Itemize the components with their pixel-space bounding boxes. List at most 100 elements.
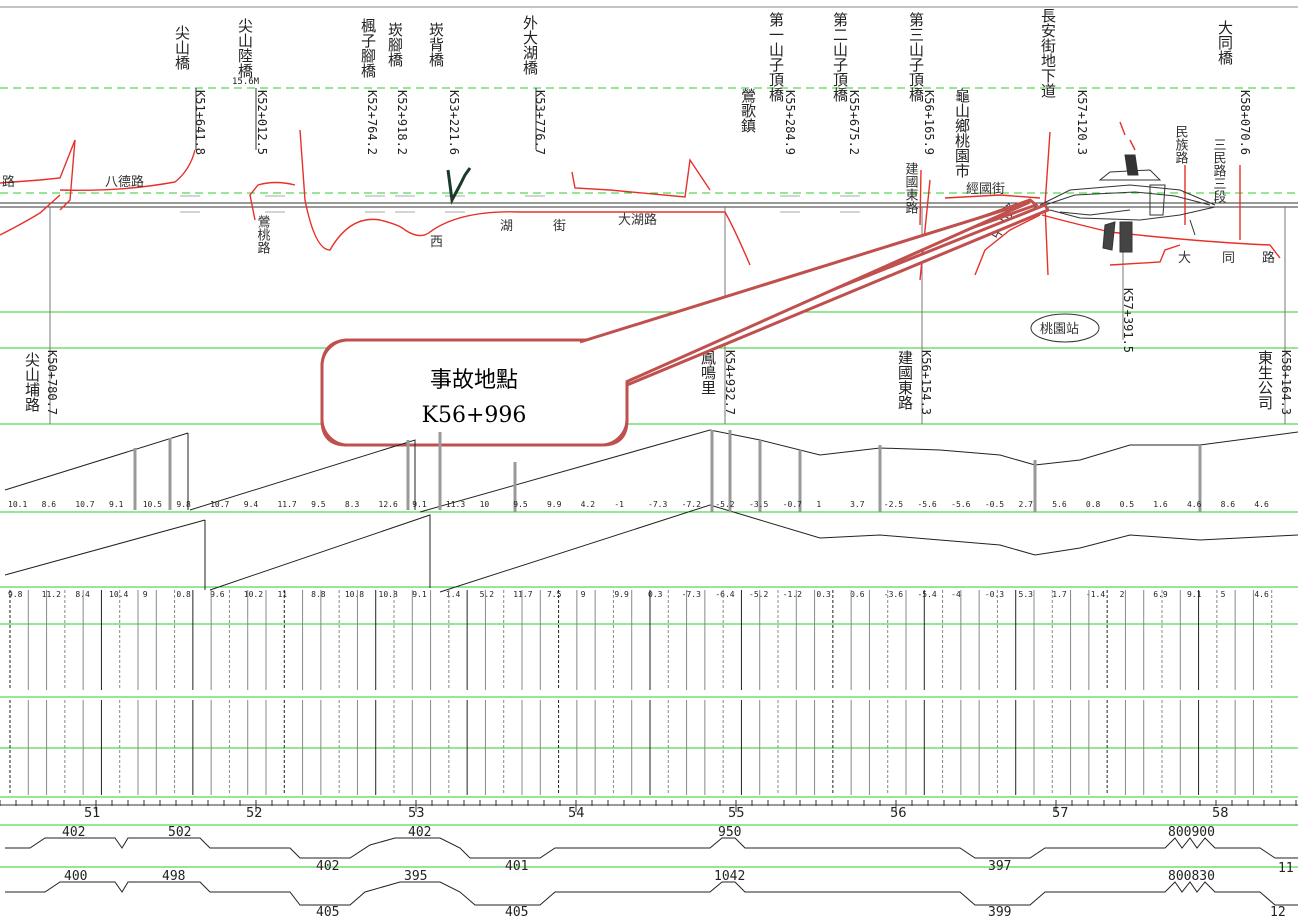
structure-guishan-taoyuan: 龜山鄉桃園市 [953,88,971,178]
gradient-value: 9.1 [412,590,427,599]
gradient-value: 1.4 [446,590,461,599]
gradient-value: 2.7 [1019,500,1034,509]
curve-label: 402 [316,859,339,874]
axis-km-label: 58 [1212,806,1229,821]
gradient-value: -0.7 [783,500,802,509]
structure-yingge-town: 鶯歌鎮 [739,88,757,133]
street-label: 鶯桃路 [255,215,271,254]
gradient-value: 10.7 [210,500,229,509]
gradient-value: 0.8 [176,590,191,599]
gradient-value: 4.6 [1254,590,1269,599]
solid-guides [0,311,1298,868]
curve-label: 502 [168,825,191,840]
structure-changan-underpass: 長安街地下道 K57+120.3 [1039,8,1089,155]
gradient-value: 8.3 [345,500,360,509]
curve-label: 800900 [1168,825,1215,840]
gradient-value: -6.4 [715,590,734,599]
gradient-value: 0.8 [1086,500,1101,509]
accident-callout: 事故地點 K56+996 [320,198,1051,447]
station-km: K57+391.5 [1121,288,1135,353]
curve-diagram-2: 400 498 395 1042 800830 12 405 405 399 [5,869,1298,920]
crossing-name: 建國東路 [896,350,914,410]
structure-jianshan-bridge: 尖山橋 K51+641.8 [173,25,207,155]
curve-label: 405 [505,905,528,920]
street-label: 八德路 [105,174,144,190]
structure-kanjiao-bridge: 崁腳橋 K52+918.2 [386,22,409,155]
dark-road [446,167,472,205]
gradient-value: 10.2 [244,590,263,599]
gradient-value: 3.7 [850,500,865,509]
gradient-value: 10.1 [8,500,27,509]
gradient-value: 9.1 [412,500,427,509]
structure-name: 長安街地下道 [1039,8,1057,98]
axis-km-label: 53 [408,806,425,821]
curve-diagram-1: 402 502 402 950 800900 11 402 401 397 [5,825,1298,876]
gradient-value: 4.2 [581,500,596,509]
gradient-value: -5.2 [749,590,768,599]
gradient-value: 9.9 [614,590,629,599]
gradient-value: 5.3 [1019,590,1034,599]
structure-name: 外大湖橋 [521,15,539,75]
structure-name: 第三山子頂橋 [907,11,925,102]
structure-datong-bridge: 大同橋 K58+070.6 [1216,20,1252,155]
gradient-value: 8.6 [42,500,57,509]
street-label: 民族路 [1173,125,1189,164]
gradient-value: 0.6 [850,590,865,599]
profile-verticals [133,430,1202,512]
gradient-value: 0.3 [648,590,663,599]
gradient-value: 9.4 [244,500,259,509]
curve-label: 400 [64,869,87,884]
structure-name: 崁背橋 [427,22,445,67]
gradient-value: 9.5 [311,500,326,509]
curve-label: 402 [408,825,431,840]
curve-label: 395 [404,869,427,884]
gradient-value: 9.5 [513,500,528,509]
gradient-value: -5.6 [951,500,970,509]
station-yard [1039,154,1216,253]
street-label: 大湖路 [618,212,657,228]
taoyuan-station: 桃園站 K57+391.5 [1030,288,1135,353]
gradient-value: 5.2 [480,590,495,599]
axis-km-label: 54 [568,806,585,821]
curve-label: 401 [505,859,528,874]
gradient-value: -0.5 [985,500,1004,509]
gradient-value: -5.4 [917,590,936,599]
structure-shanzi-2: 第二山子頂橋 K55+675.2 [831,11,861,155]
gradient-value: 4.6 [1187,500,1202,509]
structure-shanzi-3: 第三山子頂橋 K56+165.9 [907,11,936,155]
structure-name: 第一山子頂橋 [767,11,785,102]
structure-name: 龜山鄉桃園市 [953,88,971,178]
gradient-value: 11.2 [42,590,61,599]
structure-name: 鶯歌鎮 [739,88,757,133]
gradient-value: 8.6 [1221,500,1236,509]
street-label: 街 [553,219,566,234]
elevation-columns [9,590,1273,795]
curve-label: 405 [316,905,339,920]
street-label: 路 [1262,250,1275,266]
curve-label: 950 [718,825,741,840]
street-label: 經國街 [966,182,1005,197]
structure-name: 第二山子頂橋 [831,11,849,102]
gradient-value: 0.3 [816,590,831,599]
structure-waidahu-bridge: 外大湖橋 K53+776.7 [521,15,547,155]
gradient-value: 11 [277,590,287,599]
gradient-value: 2 [1120,590,1125,599]
gradient-value: 10.7 [75,500,94,509]
street-label: 大 [1178,251,1191,266]
station-name: 桃園站 [1040,322,1079,337]
structure-fengzijiao-bridge: 楓子腳橋 K52+764.2 [359,18,379,155]
street-label: 湖 [500,219,513,234]
structure-shanzi-1: 第一山子頂橋 K55+284.9 [767,11,797,155]
curve-label: 800830 [1168,869,1215,884]
axis-km-label: 52 [246,806,263,821]
track-ticks [180,195,860,213]
structure-km: K52+764.2 [365,90,379,155]
structure-km: K55+284.9 [783,90,797,155]
gradient-profile [4,429,1298,593]
crossing-name: 鳳鳴里 [699,350,717,395]
structure-km: K51+641.8 [193,90,207,155]
gradient-value: 9.1 [109,500,124,509]
structure-km: K53+221.6 [447,90,461,155]
